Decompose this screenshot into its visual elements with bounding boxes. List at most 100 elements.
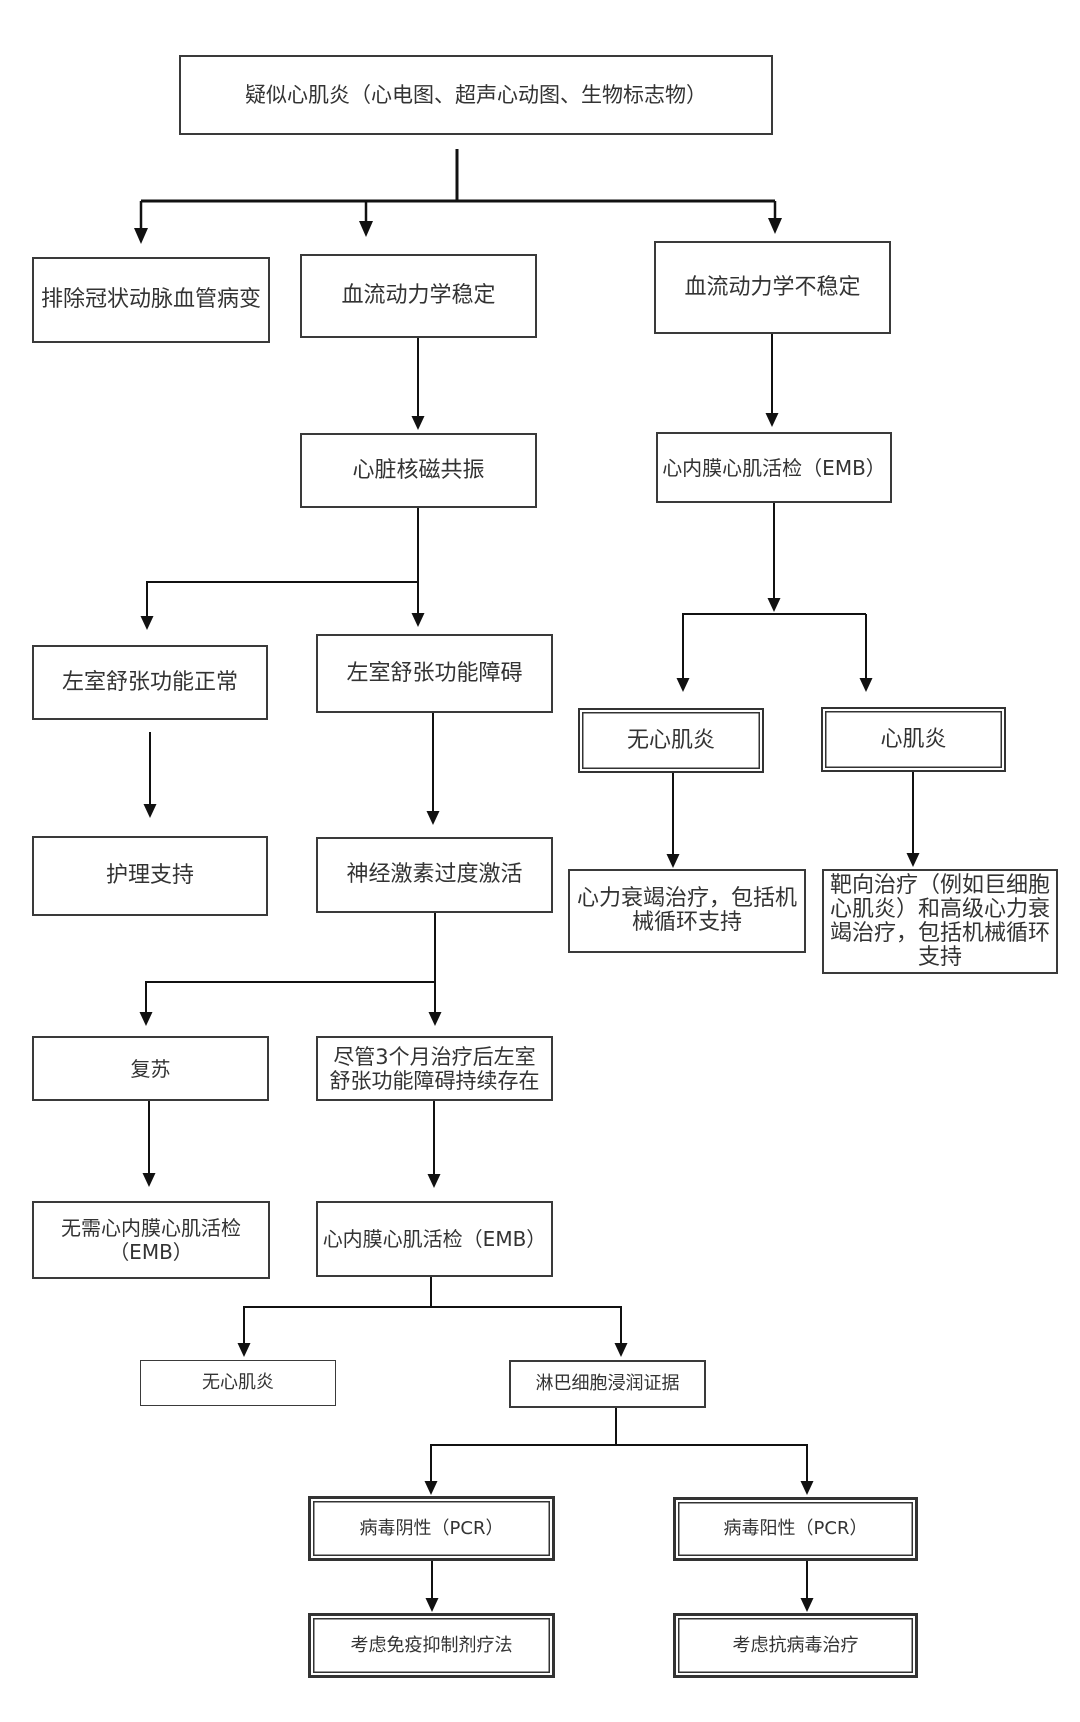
arrowhead-down-icon xyxy=(139,1012,153,1026)
arrow-stable-to-cardiac-mri xyxy=(411,338,425,430)
node-no-myocarditis-unstable: 无心肌炎 xyxy=(578,708,764,773)
arrowhead-down-icon xyxy=(800,1598,814,1612)
node-label: 复苏 xyxy=(130,1056,171,1081)
node-label: 心内膜心肌活检（EMB） xyxy=(322,1227,547,1251)
node-label: 血流动力学稳定 xyxy=(341,283,496,308)
node-label: 心力衰竭治疗，包括机械循环支持 xyxy=(577,886,798,935)
node-exclude-coronary-disease: 排除冠状动脉血管病变 xyxy=(32,257,270,343)
arrow-to-virus-positive xyxy=(616,1444,814,1495)
node-myocarditis: 心肌炎 xyxy=(821,707,1006,772)
arrowhead-down-icon xyxy=(906,853,920,867)
arrow-lv-dysfunction-to-neurohormonal xyxy=(426,713,440,825)
node-neurohormonal-overactivation: 神经激素过度激活 xyxy=(316,837,553,913)
node-label: 心内膜心肌活检（EMB） xyxy=(662,455,886,480)
arrowhead-down-icon xyxy=(767,598,781,612)
arrow-emb-to-no-myocarditis xyxy=(237,1306,431,1357)
node-virus-positive: 病毒阳性（PCR） xyxy=(673,1497,918,1561)
node-label: 尽管3个月治疗后左室舒张功能障碍持续存在 xyxy=(329,1044,540,1093)
arrow-neurohormonal-to-persistent xyxy=(428,913,442,1026)
node-persistent-dysfunction: 尽管3个月治疗后左室舒张功能障碍持续存在 xyxy=(316,1036,553,1101)
arrow-neurohormonal-to-recovery xyxy=(139,981,435,1026)
arrowhead-down-icon xyxy=(765,413,779,427)
arrowhead-down-icon xyxy=(142,1173,156,1187)
connector-line xyxy=(145,981,435,1014)
node-no-myocarditis-stable: 无心肌炎 xyxy=(140,1360,336,1406)
arrow-emb-to-result-bus xyxy=(767,503,781,612)
node-targeted-treatment: 靶向治疗（例如巨细胞心肌炎）和高级心力衰竭治疗，包括机械循环支持 xyxy=(822,869,1058,974)
arrow-to-no-myocarditis-unstable xyxy=(676,614,690,692)
arrowhead-down-icon xyxy=(237,1343,251,1357)
node-lv-diastolic-normal: 左室舒张功能正常 xyxy=(32,645,268,720)
arrow-to-myocarditis xyxy=(859,614,873,692)
arrowhead-down-icon xyxy=(427,1174,441,1188)
arrow-no-myocarditis-to-hf-treatment xyxy=(666,773,680,868)
node-label: 考虑抗病毒治疗 xyxy=(732,1634,859,1656)
connector-line xyxy=(431,1306,622,1345)
node-label: 心脏核磁共振 xyxy=(352,457,485,483)
arrow-recovery-to-no-emb xyxy=(142,1101,156,1187)
node-lv-diastolic-dysfunction: 左室舒张功能障碍 xyxy=(316,634,553,713)
arrow-unstable-to-emb xyxy=(765,334,779,427)
node-supportive-care: 护理支持 xyxy=(32,836,268,916)
node-cardiac-mri: 心脏核磁共振 xyxy=(300,433,537,508)
node-antiviral-therapy: 考虑抗病毒治疗 xyxy=(673,1613,918,1678)
arrow-persistent-to-emb xyxy=(427,1101,441,1188)
node-lymphocytic-infiltration: 淋巴细胞浸润证据 xyxy=(509,1360,706,1408)
arrow-to-exclude-cad xyxy=(134,201,148,244)
arrow-to-stable xyxy=(359,201,373,237)
arrowhead-down-icon xyxy=(768,218,782,234)
node-emb-unstable: 心内膜心肌活检（EMB） xyxy=(656,432,892,503)
node-label: 神经激素过度激活 xyxy=(346,862,523,887)
node-immunosuppressive-therapy: 考虑免疫抑制剂疗法 xyxy=(308,1613,555,1678)
arrow-myocarditis-to-targeted-treatment xyxy=(906,772,920,867)
arrowhead-down-icon xyxy=(666,854,680,868)
arrowhead-down-icon xyxy=(359,221,373,237)
node-label: 排除冠状动脉血管病变 xyxy=(40,287,261,312)
node-label: 左室舒张功能障碍 xyxy=(346,660,523,686)
arrowhead-down-icon xyxy=(800,1481,814,1495)
node-label: 血流动力学不稳定 xyxy=(684,274,861,300)
arrowhead-down-icon xyxy=(411,416,425,430)
node-hemodynamically-unstable: 血流动力学不稳定 xyxy=(654,241,891,334)
arrowhead-down-icon xyxy=(425,1598,439,1612)
arrowhead-down-icon xyxy=(614,1343,628,1357)
node-heart-failure-treatment: 心力衰竭治疗，包括机械循环支持 xyxy=(568,869,806,953)
node-label: 心肌炎 xyxy=(880,726,947,752)
node-label: 左室舒张功能正常 xyxy=(61,669,238,695)
arrow-cardiac-mri-to-lv-dysfunction xyxy=(411,508,425,627)
node-label: 疑似心肌炎（心电图、超声心动图、生物标志物） xyxy=(245,83,707,107)
arrowhead-down-icon xyxy=(143,804,157,818)
node-label: 无需心内膜心肌活检（EMB） xyxy=(61,1216,241,1264)
arrowhead-down-icon xyxy=(428,1012,442,1026)
arrowhead-down-icon xyxy=(676,678,690,692)
arrow-virus-negative-to-immunosuppression xyxy=(425,1561,439,1612)
arrow-cardiac-mri-to-lv-normal xyxy=(140,581,418,630)
node-virus-negative: 病毒阴性（PCR） xyxy=(308,1496,555,1561)
node-label: 淋巴细胞浸润证据 xyxy=(535,1373,680,1394)
node-label: 无心肌炎 xyxy=(202,1372,274,1393)
arrowhead-down-icon xyxy=(426,811,440,825)
connector-line xyxy=(616,1444,808,1483)
connector-line xyxy=(430,1444,616,1483)
arrowhead-down-icon xyxy=(424,1481,438,1495)
connector-line xyxy=(146,581,418,618)
node-recovery: 复苏 xyxy=(32,1036,269,1101)
node-label: 靶向治疗（例如巨细胞心肌炎）和高级心力衰竭治疗，包括机械循环支持 xyxy=(830,872,1051,970)
arrowhead-down-icon xyxy=(140,616,154,630)
arrow-to-virus-negative xyxy=(424,1444,616,1495)
node-emb-stable: 心内膜心肌活检（EMB） xyxy=(316,1201,553,1277)
arrow-to-unstable xyxy=(768,201,782,234)
node-hemodynamically-stable: 血流动力学稳定 xyxy=(300,254,537,338)
connector-line xyxy=(243,1306,431,1345)
node-no-emb-needed: 无需心内膜心肌活检（EMB） xyxy=(32,1201,270,1279)
node-label: 考虑免疫抑制剂疗法 xyxy=(350,1634,513,1656)
arrowhead-down-icon xyxy=(859,678,873,692)
node-label: 护理支持 xyxy=(105,863,194,888)
arrow-lv-normal-to-supportive-care xyxy=(143,732,157,818)
arrowhead-down-icon xyxy=(134,228,148,244)
arrow-emb-to-lymphocytic xyxy=(431,1306,628,1357)
arrowhead-down-icon xyxy=(411,613,425,627)
node-label: 无心肌炎 xyxy=(626,727,715,753)
